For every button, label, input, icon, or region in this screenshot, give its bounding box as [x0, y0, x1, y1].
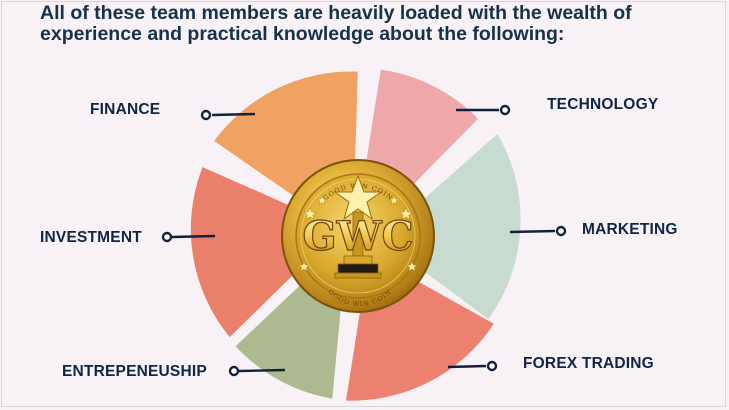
- label-marketing: MARKETING: [582, 221, 678, 238]
- segment-marketing: [412, 133, 521, 320]
- label-forex-trading: FOREX TRADING: [523, 355, 654, 372]
- wheel-segments: [190, 69, 521, 401]
- page-title: All of these team members are heavily lo…: [40, 3, 710, 45]
- coin-monogram: GWC: [303, 213, 414, 260]
- connector-entrepeneuship: [238, 368, 286, 373]
- dot-investment: [161, 231, 173, 243]
- connectors: [161, 104, 567, 377]
- title-line-2: experience and practical knowledge about…: [40, 23, 565, 45]
- segment-forex-trading: [346, 278, 494, 401]
- label-technology: TECHNOLOGY: [547, 96, 659, 113]
- dot-entrepeneuship: [228, 365, 240, 377]
- dot-forex-trading: [486, 360, 498, 372]
- connector-marketing: [509, 229, 556, 234]
- label-investment: INVESTMENT: [40, 229, 142, 246]
- dot-technology: [499, 104, 511, 116]
- connector-forex-trading: [447, 364, 487, 369]
- segment-technology: [365, 69, 478, 190]
- segment-investment: [190, 167, 296, 338]
- dot-finance: [200, 109, 212, 121]
- gwc-coin-logo: GOOD WIN COIN GOOD WIN COIN GWC: [281, 159, 435, 313]
- dot-marketing: [555, 225, 567, 237]
- connector-investment: [171, 234, 216, 239]
- segment-finance: [214, 71, 358, 198]
- connector-finance: [211, 112, 256, 117]
- coin-stars: [298, 195, 418, 272]
- title-line-1: All of these team members are heavily lo…: [40, 2, 632, 24]
- label-finance: FINANCE: [90, 101, 161, 118]
- segment-entrepeneuship: [235, 283, 341, 399]
- label-entrepeneuship: ENTREPENEUSHIP: [62, 363, 207, 380]
- trophy-icon: [333, 174, 383, 279]
